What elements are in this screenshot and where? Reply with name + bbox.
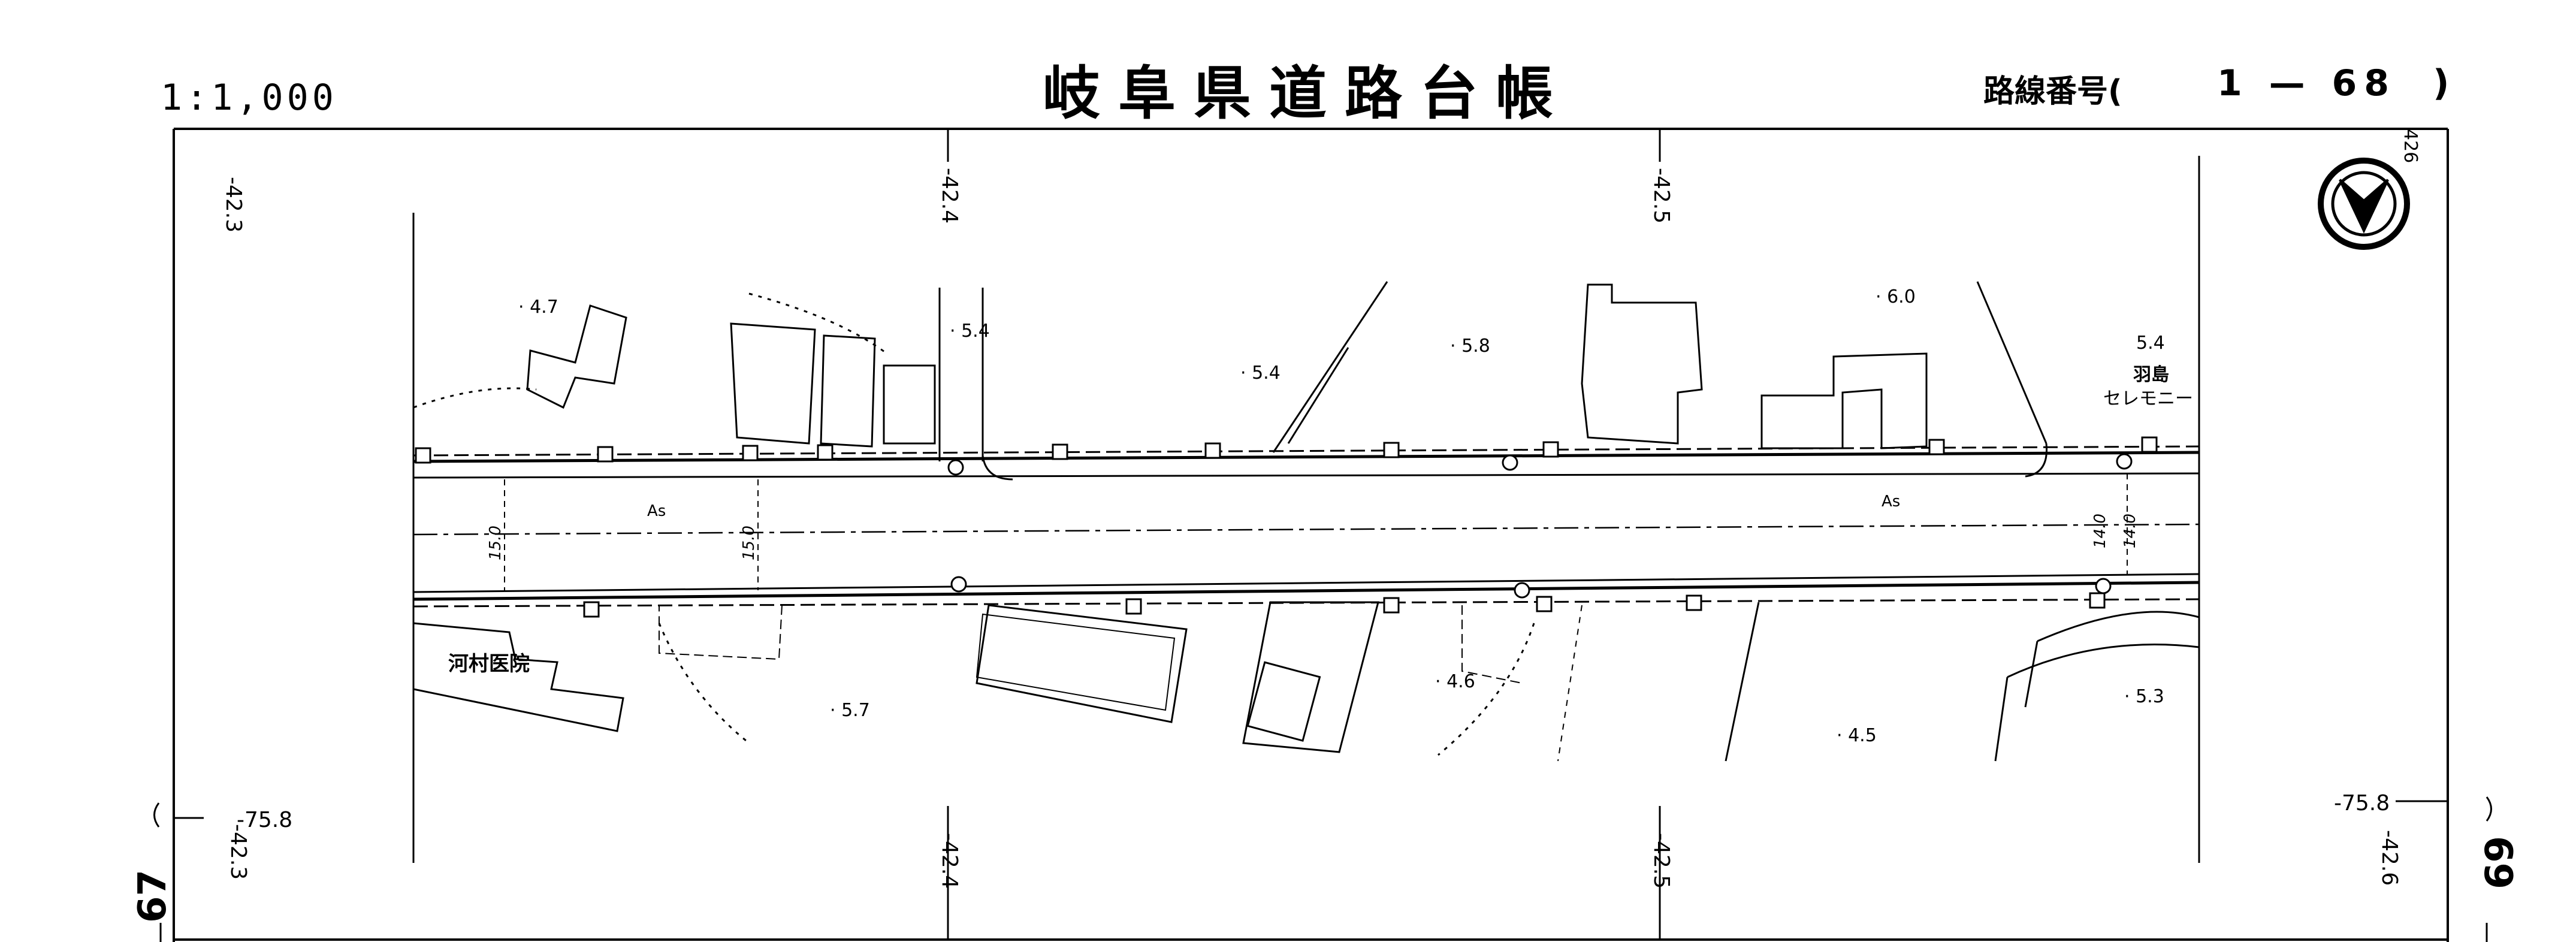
road-surface-label: As bbox=[647, 502, 666, 520]
building-label-hospital: 河村医院 bbox=[448, 652, 530, 676]
grid-label-bottom-2: -42.5 bbox=[1649, 833, 1674, 889]
grid-label-bottom-right: -42.6 bbox=[2377, 830, 2402, 886]
building-n5 bbox=[1581, 283, 1703, 445]
building-n6 bbox=[1760, 352, 1928, 449]
elevation-point: · 5.3 bbox=[2124, 686, 2164, 707]
route-number: 1 — 68 bbox=[2217, 62, 2397, 104]
prev-sheet-number: 67 bbox=[131, 869, 175, 923]
elevation-point: · 4.6 bbox=[1435, 671, 1475, 692]
grid-label-left-y: -75.8 bbox=[237, 808, 293, 832]
grid-label-top-1: -42.4 bbox=[937, 168, 962, 224]
building-label-ceremony: 羽島 bbox=[2133, 364, 2169, 385]
building-hospital bbox=[412, 622, 624, 732]
grid-label-top-2: -42.5 bbox=[1649, 168, 1674, 224]
road-centerline bbox=[413, 523, 2200, 536]
building-n3 bbox=[820, 334, 876, 448]
road-edge-south-outer bbox=[413, 581, 2200, 601]
elevation-point: · 4.7 bbox=[518, 297, 558, 318]
elevation-point: · 5.4 bbox=[950, 321, 990, 342]
road-surface-label: As bbox=[1882, 493, 1901, 511]
road-width-label: 15.0 bbox=[740, 526, 758, 560]
road-edge-south-inner bbox=[413, 573, 2200, 593]
map-title: 岐阜県道路台帳 bbox=[1043, 59, 1571, 127]
elevation-point: · 4.5 bbox=[1837, 725, 1877, 746]
grid-label-top-left: -42.3 bbox=[221, 177, 246, 233]
grid-label-right-y: -75.8 bbox=[2334, 791, 2390, 816]
route-close: ) bbox=[2433, 62, 2450, 104]
next-sheet-number: 69 bbox=[2475, 836, 2520, 890]
building-label-ceremony-2: セレモニー bbox=[2103, 388, 2193, 409]
road-boundary-south bbox=[413, 598, 2200, 608]
road-edge-north-outer bbox=[413, 451, 2200, 463]
north-arrow-icon bbox=[2318, 158, 2410, 250]
elevation-point: · 6.0 bbox=[1876, 286, 1916, 307]
route-label: 路線番号( bbox=[1983, 74, 2122, 110]
grid-label-top-right: 426 bbox=[2400, 129, 2421, 164]
road-width-label: 14.0 bbox=[2121, 514, 2139, 548]
elevation-point: · 5.4 bbox=[1240, 363, 1281, 384]
road-width-label: 14.0 bbox=[2091, 514, 2109, 548]
building-s1 bbox=[976, 604, 1188, 723]
grid-label-bottom-1: -42.4 bbox=[937, 833, 962, 889]
road-edge-north-inner bbox=[413, 472, 2200, 479]
elevation-point: 5.4 bbox=[2136, 333, 2165, 354]
road-width-label: 15.0 bbox=[487, 526, 505, 560]
building-n1 bbox=[526, 304, 627, 409]
building-s2 bbox=[1246, 661, 1321, 742]
elevation-point: · 5.7 bbox=[830, 700, 870, 721]
elevation-point: · 5.8 bbox=[1450, 336, 1490, 357]
building-n4 bbox=[883, 364, 936, 445]
building-n2 bbox=[730, 322, 816, 445]
map-scale: 1:1,000 bbox=[161, 77, 337, 119]
